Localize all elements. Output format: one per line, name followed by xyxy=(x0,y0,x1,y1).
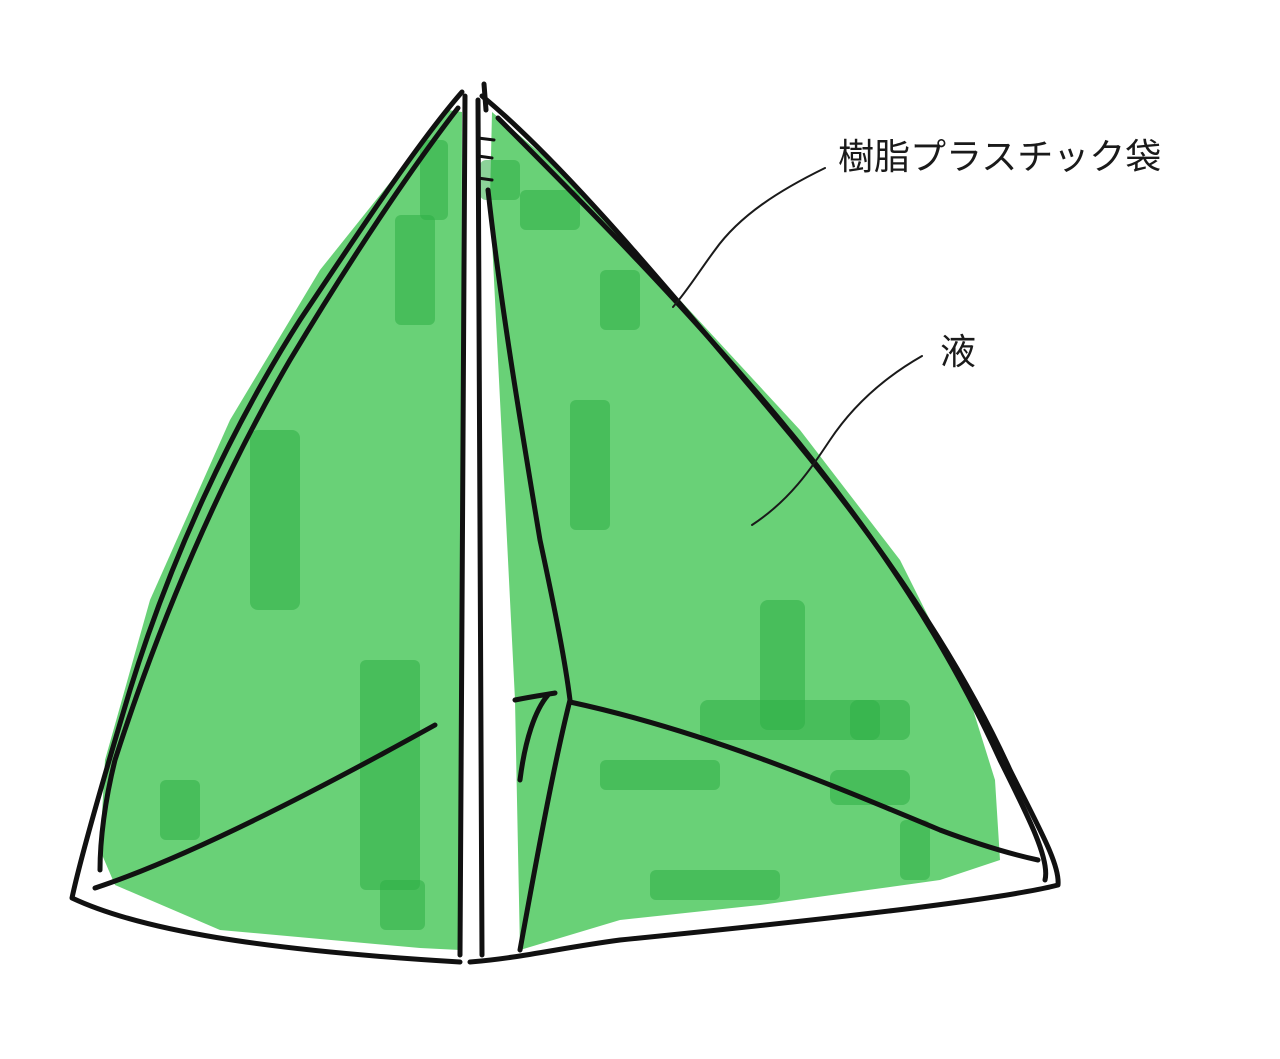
leader-line-liquid xyxy=(751,355,923,526)
label-liquid: 液 xyxy=(940,332,977,373)
bag-seam-top xyxy=(481,81,489,113)
bag-inner-left-edge xyxy=(97,105,461,873)
bag-bottom-inner-fold xyxy=(512,690,558,783)
leader-line-bag xyxy=(672,167,826,308)
bag-seam-left xyxy=(457,93,468,958)
bag-seam-right xyxy=(475,97,485,958)
bag-inner-right-edge xyxy=(495,115,1049,883)
liquid-brush-strokes xyxy=(160,140,930,930)
label-plastic-bag: 樹脂プラスチック袋 xyxy=(838,137,1162,178)
bag-bottom-fold-left xyxy=(92,722,438,891)
bag-seal-ticks xyxy=(476,136,496,182)
leader-lines xyxy=(672,167,923,526)
bag-outer-left-edge xyxy=(69,89,465,965)
bag-crease-right xyxy=(485,187,573,953)
bag-outline xyxy=(69,81,1061,965)
bag-bottom-fold-right xyxy=(567,699,1041,863)
